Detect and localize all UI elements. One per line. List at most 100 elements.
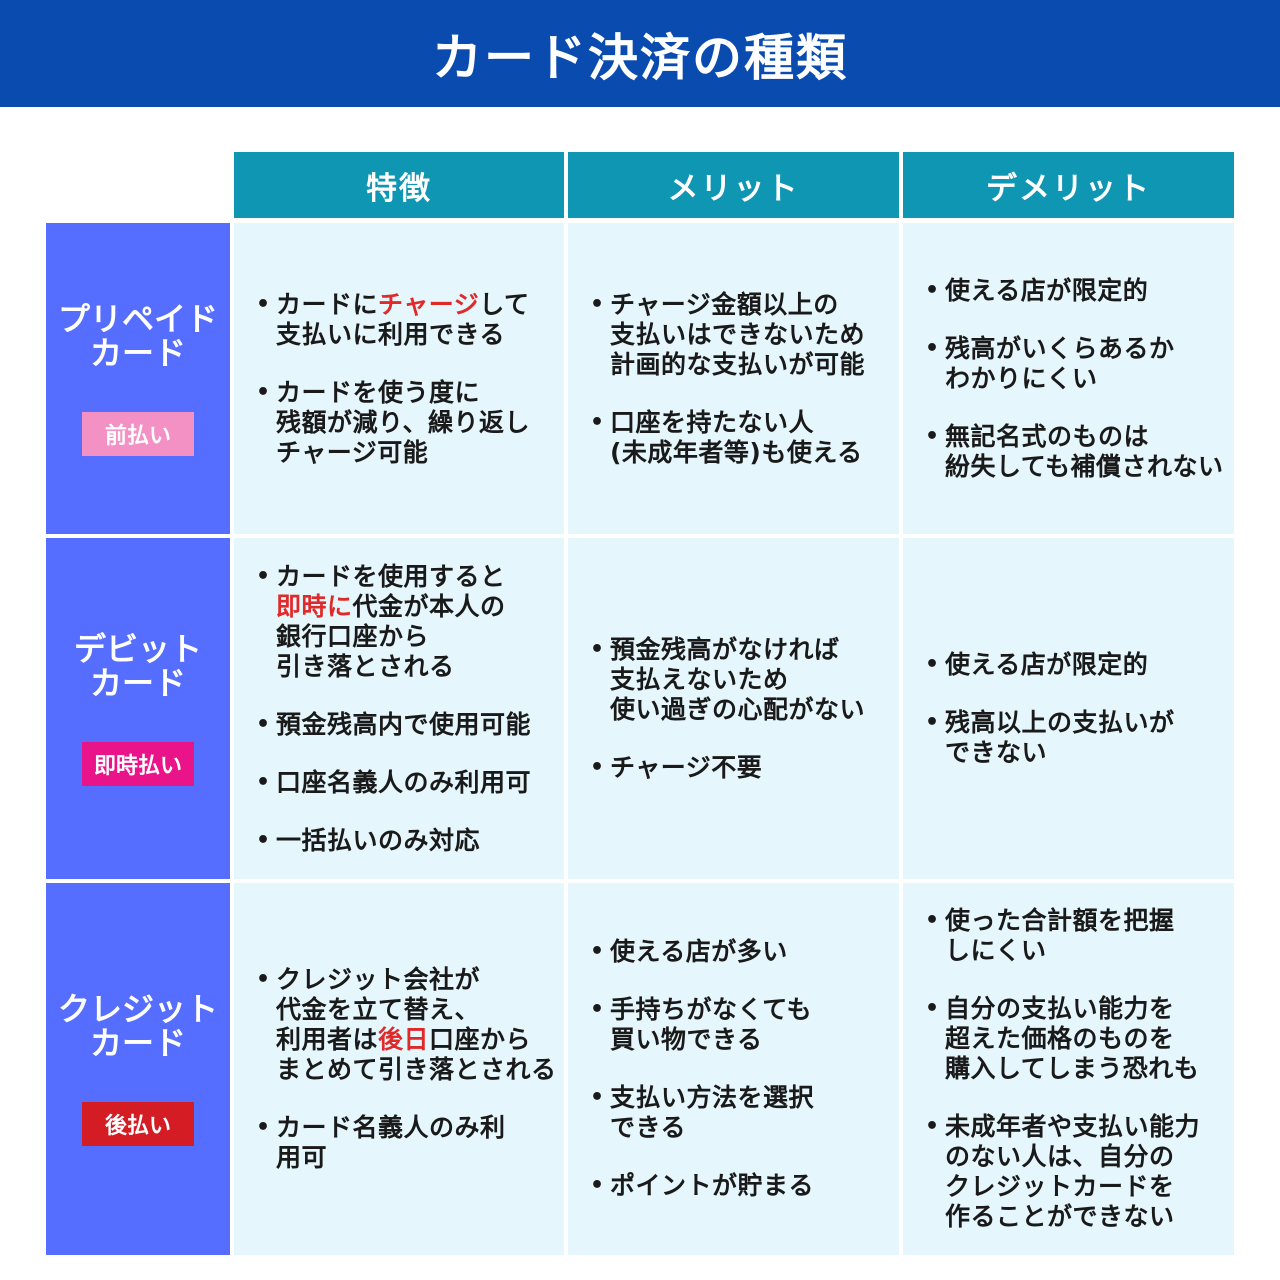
list-item: •残高がいくらあるか わかりにくい — [925, 334, 1234, 394]
list-item: •口座名義人のみ利用可 — [256, 768, 564, 798]
bullet-icon: • — [256, 967, 271, 992]
list-item: •口座を持たない人 (未成年者等)も使える — [590, 408, 899, 468]
list-item: •預金残高内で使用可能 — [256, 710, 564, 740]
payment-timing-badge: 即時払い — [82, 741, 194, 786]
title-bar: カード決済の種類 — [0, 0, 1280, 107]
list-item: •チャージ不要 — [590, 753, 899, 783]
highlighted-text: 後日 — [378, 1025, 430, 1054]
row-header-debit: デビット カード 即時払い — [46, 538, 230, 879]
list-item-text: 使える店が限定的 — [945, 649, 1149, 679]
bullet-icon: • — [925, 709, 940, 735]
list-item-text: 口座を持たない人 (未成年者等)も使える — [610, 407, 863, 467]
list-item: •カードにチャージして 支払いに利用できる — [256, 290, 564, 350]
bullet-icon: • — [925, 996, 940, 1021]
bullet-icon: • — [590, 409, 605, 435]
text-segment: 代金が本人の 銀行口座から 引き落とされる — [276, 591, 506, 681]
text-segment: 預金残高内で使用可能 — [276, 709, 532, 739]
page-title: カード決済の種類 — [432, 28, 848, 87]
row-label: プリペイド カード — [57, 299, 218, 372]
list-item-text: カードを使用すると 即時に代金が本人の 銀行口座から 引き落とされる — [276, 562, 506, 682]
list-item-text: 口座名義人のみ利用可 — [276, 768, 531, 798]
column-header-merits: メリット — [568, 152, 899, 218]
list-item: •クレジット会社が 代金を立て替え、 利用者は後日口座から まとめて引き落とされ… — [256, 965, 564, 1085]
list-item: •カード名義人のみ利 用可 — [256, 1113, 564, 1173]
bullet-icon: • — [256, 827, 271, 853]
bullet-icon: • — [590, 754, 605, 780]
text-segment: カード名義人のみ利 用可 — [276, 1113, 506, 1172]
highlighted-text: チャージ — [378, 289, 480, 319]
list-item-text: カードを使う度に 残額が減り、繰り返し チャージ可能 — [276, 378, 530, 468]
bullet-icon: • — [256, 291, 271, 317]
list-item-text: 残高以上の支払いが できない — [945, 707, 1175, 767]
bullet-icon: • — [256, 711, 271, 737]
text-segment: クレジット会社が 代金を立て替え、 利用者は — [276, 965, 481, 1054]
cell-credit-demerits: •使った合計額を把握 しにくい•自分の支払い能力を 超えた価格のものを 購入して… — [903, 883, 1234, 1255]
list-item: •未成年者や支払い能力 のない人は、自分の クレジットカードを 作ることができな… — [925, 1112, 1234, 1232]
text-segment: 口座名義人のみ利用可 — [276, 767, 532, 797]
bullet-icon: • — [925, 423, 940, 449]
bullet-icon: • — [256, 769, 271, 795]
list-item-text: 使える店が限定的 — [945, 275, 1149, 305]
list-item-text: 手持ちがなくても 買い物できる — [610, 995, 813, 1054]
list-item-text: カードにチャージして 支払いに利用できる — [276, 290, 530, 350]
list-item-text: 使える店が多い — [610, 937, 788, 966]
text-segment: して 支払いに利用できる — [276, 289, 530, 349]
list-item-text: 無記名式のものは 紛失しても補償されない — [945, 421, 1224, 481]
bullet-icon: • — [590, 291, 605, 317]
bullet-icon: • — [590, 1085, 605, 1110]
cell-debit-merits: •預金残高がなければ 支払えないため 使い過ぎの心配がない•チャージ不要 — [568, 538, 899, 879]
row-label: クレジット カード — [57, 990, 218, 1062]
bullet-icon: • — [256, 563, 271, 589]
cell-prepaid-merits: •チャージ金額以上の 支払いはできないため 計画的な支払いが可能•口座を持たない… — [568, 223, 899, 534]
text-segment: カードに — [276, 289, 379, 319]
cell-credit-merits: •使える店が多い•手持ちがなくても 買い物できる•支払い方法を選択 できる•ポイ… — [568, 883, 899, 1255]
list-item-text: 預金残高内で使用可能 — [276, 710, 531, 740]
column-header-demerits: デメリット — [903, 152, 1234, 218]
text-segment: カードを使用すると — [276, 561, 506, 591]
list-item: •預金残高がなければ 支払えないため 使い過ぎの心配がない — [590, 635, 899, 725]
row-label: デビット カード — [73, 629, 202, 702]
text-segment: 一括払いのみ対応 — [276, 825, 481, 855]
row-header-prepaid: プリペイド カード 前払い — [46, 223, 230, 534]
bullet-icon: • — [925, 908, 940, 933]
list-item-text: チャージ不要 — [610, 752, 763, 782]
highlighted-text: 即時に — [276, 591, 353, 621]
cell-debit-demerits: •使える店が限定的•残高以上の支払いが できない — [903, 538, 1234, 879]
bullet-icon: • — [590, 997, 605, 1022]
list-item-text: 一括払いのみ対応 — [276, 826, 480, 856]
row-header-credit: クレジット カード 後払い — [46, 883, 230, 1255]
payment-timing-badge: 後払い — [82, 1102, 194, 1146]
list-item: •使える店が限定的 — [925, 276, 1234, 306]
list-item-text: クレジット会社が 代金を立て替え、 利用者は後日口座から まとめて引き落とされる — [276, 965, 557, 1085]
bullet-icon: • — [925, 277, 940, 303]
list-item: •支払い方法を選択 できる — [590, 1083, 899, 1143]
cell-prepaid-features: •カードにチャージして 支払いに利用できる• カードを使う度に 残額が減り、繰り返… — [234, 223, 564, 534]
list-item: •一括払いのみ対応 — [256, 826, 564, 856]
text-segment: カードを使う度に 残額が減り、繰り返し チャージ可能 — [276, 377, 531, 467]
bullet-icon: • — [925, 651, 940, 677]
list-item-text: 支払い方法を選択 できる — [610, 1083, 815, 1142]
list-item: •使える店が多い — [590, 937, 899, 967]
list-item-text: 自分の支払い能力を 超えた価格のものを 購入してしまう恐れも — [945, 994, 1200, 1083]
bullet-icon: • — [590, 939, 605, 964]
list-item: •ポイントが貯まる — [590, 1171, 899, 1201]
cell-debit-features: •カードを使用すると 即時に代金が本人の 銀行口座から 引き落とされる•預金残高… — [234, 538, 564, 879]
bullet-icon: • — [590, 1173, 605, 1198]
list-item: •残高以上の支払いが できない — [925, 708, 1234, 768]
list-item: •使った合計額を把握 しにくい — [925, 906, 1234, 966]
bullet-icon: • — [256, 1115, 271, 1140]
list-item-text: 預金残高がなければ 支払えないため 使い過ぎの心配がない — [610, 634, 866, 724]
list-item: •使える店が限定的 — [925, 650, 1234, 680]
bullet-icon: • — [925, 1114, 940, 1139]
bullet-icon: • — [925, 335, 940, 361]
list-item-text: カード名義人のみ利 用可 — [276, 1113, 506, 1173]
list-item-text: 残高がいくらあるか わかりにくい — [945, 333, 1175, 393]
column-header-features: 特徴 — [234, 152, 564, 218]
list-item-text: 未成年者や支払い能力 のない人は、自分の クレジットカードを 作ることができない — [945, 1112, 1201, 1231]
list-item: •カードを使用すると 即時に代金が本人の 銀行口座から 引き落とされる — [256, 562, 564, 682]
payment-timing-badge: 前払い — [82, 411, 194, 456]
list-item-text: ポイントが貯まる — [610, 1171, 815, 1200]
bullet-icon: • — [590, 636, 605, 662]
list-item: •手持ちがなくても 買い物できる — [590, 995, 899, 1055]
list-item: •チャージ金額以上の 支払いはできないため 計画的な支払いが可能 — [590, 290, 899, 380]
